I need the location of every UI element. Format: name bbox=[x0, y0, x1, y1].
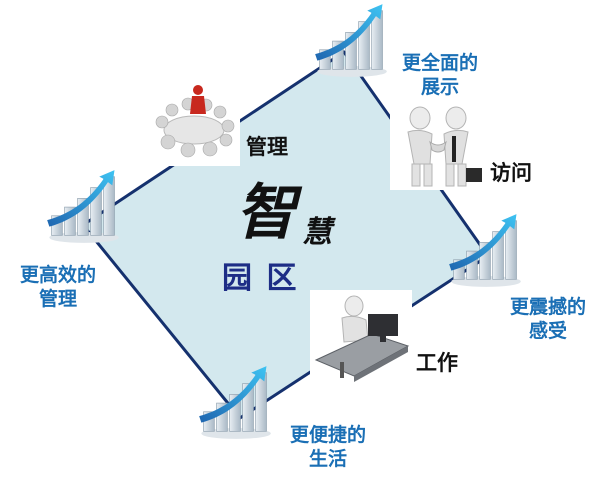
office-desk-icon bbox=[314, 295, 410, 382]
growth-chart-icon bbox=[446, 212, 524, 288]
growth-chart-icon bbox=[44, 168, 122, 244]
logo-hui: 慧 bbox=[302, 215, 332, 250]
corner-label-top: 更全面的 展示 bbox=[401, 52, 478, 98]
handshake-photo bbox=[390, 104, 486, 190]
meeting-table-icon bbox=[155, 85, 235, 158]
corner-label-left: 更高效的 管理 bbox=[19, 264, 96, 310]
growth-chart-icon bbox=[312, 2, 390, 78]
logo-park: 园 区 bbox=[222, 261, 299, 296]
logo-zhi: 智 bbox=[236, 178, 296, 248]
desk-photo bbox=[310, 290, 412, 382]
meeting-photo bbox=[148, 70, 240, 166]
photo-label-work: 工作 bbox=[416, 351, 458, 375]
photo-label-management: 管理 bbox=[246, 135, 288, 159]
corner-label-right: 更震撼的 感受 bbox=[509, 296, 586, 342]
handshake-icon bbox=[407, 106, 482, 187]
corner-label-bottom: 更便捷的 生活 bbox=[289, 424, 366, 470]
growth-chart-icon bbox=[196, 364, 274, 440]
photo-label-visit: 访问 bbox=[490, 161, 532, 185]
